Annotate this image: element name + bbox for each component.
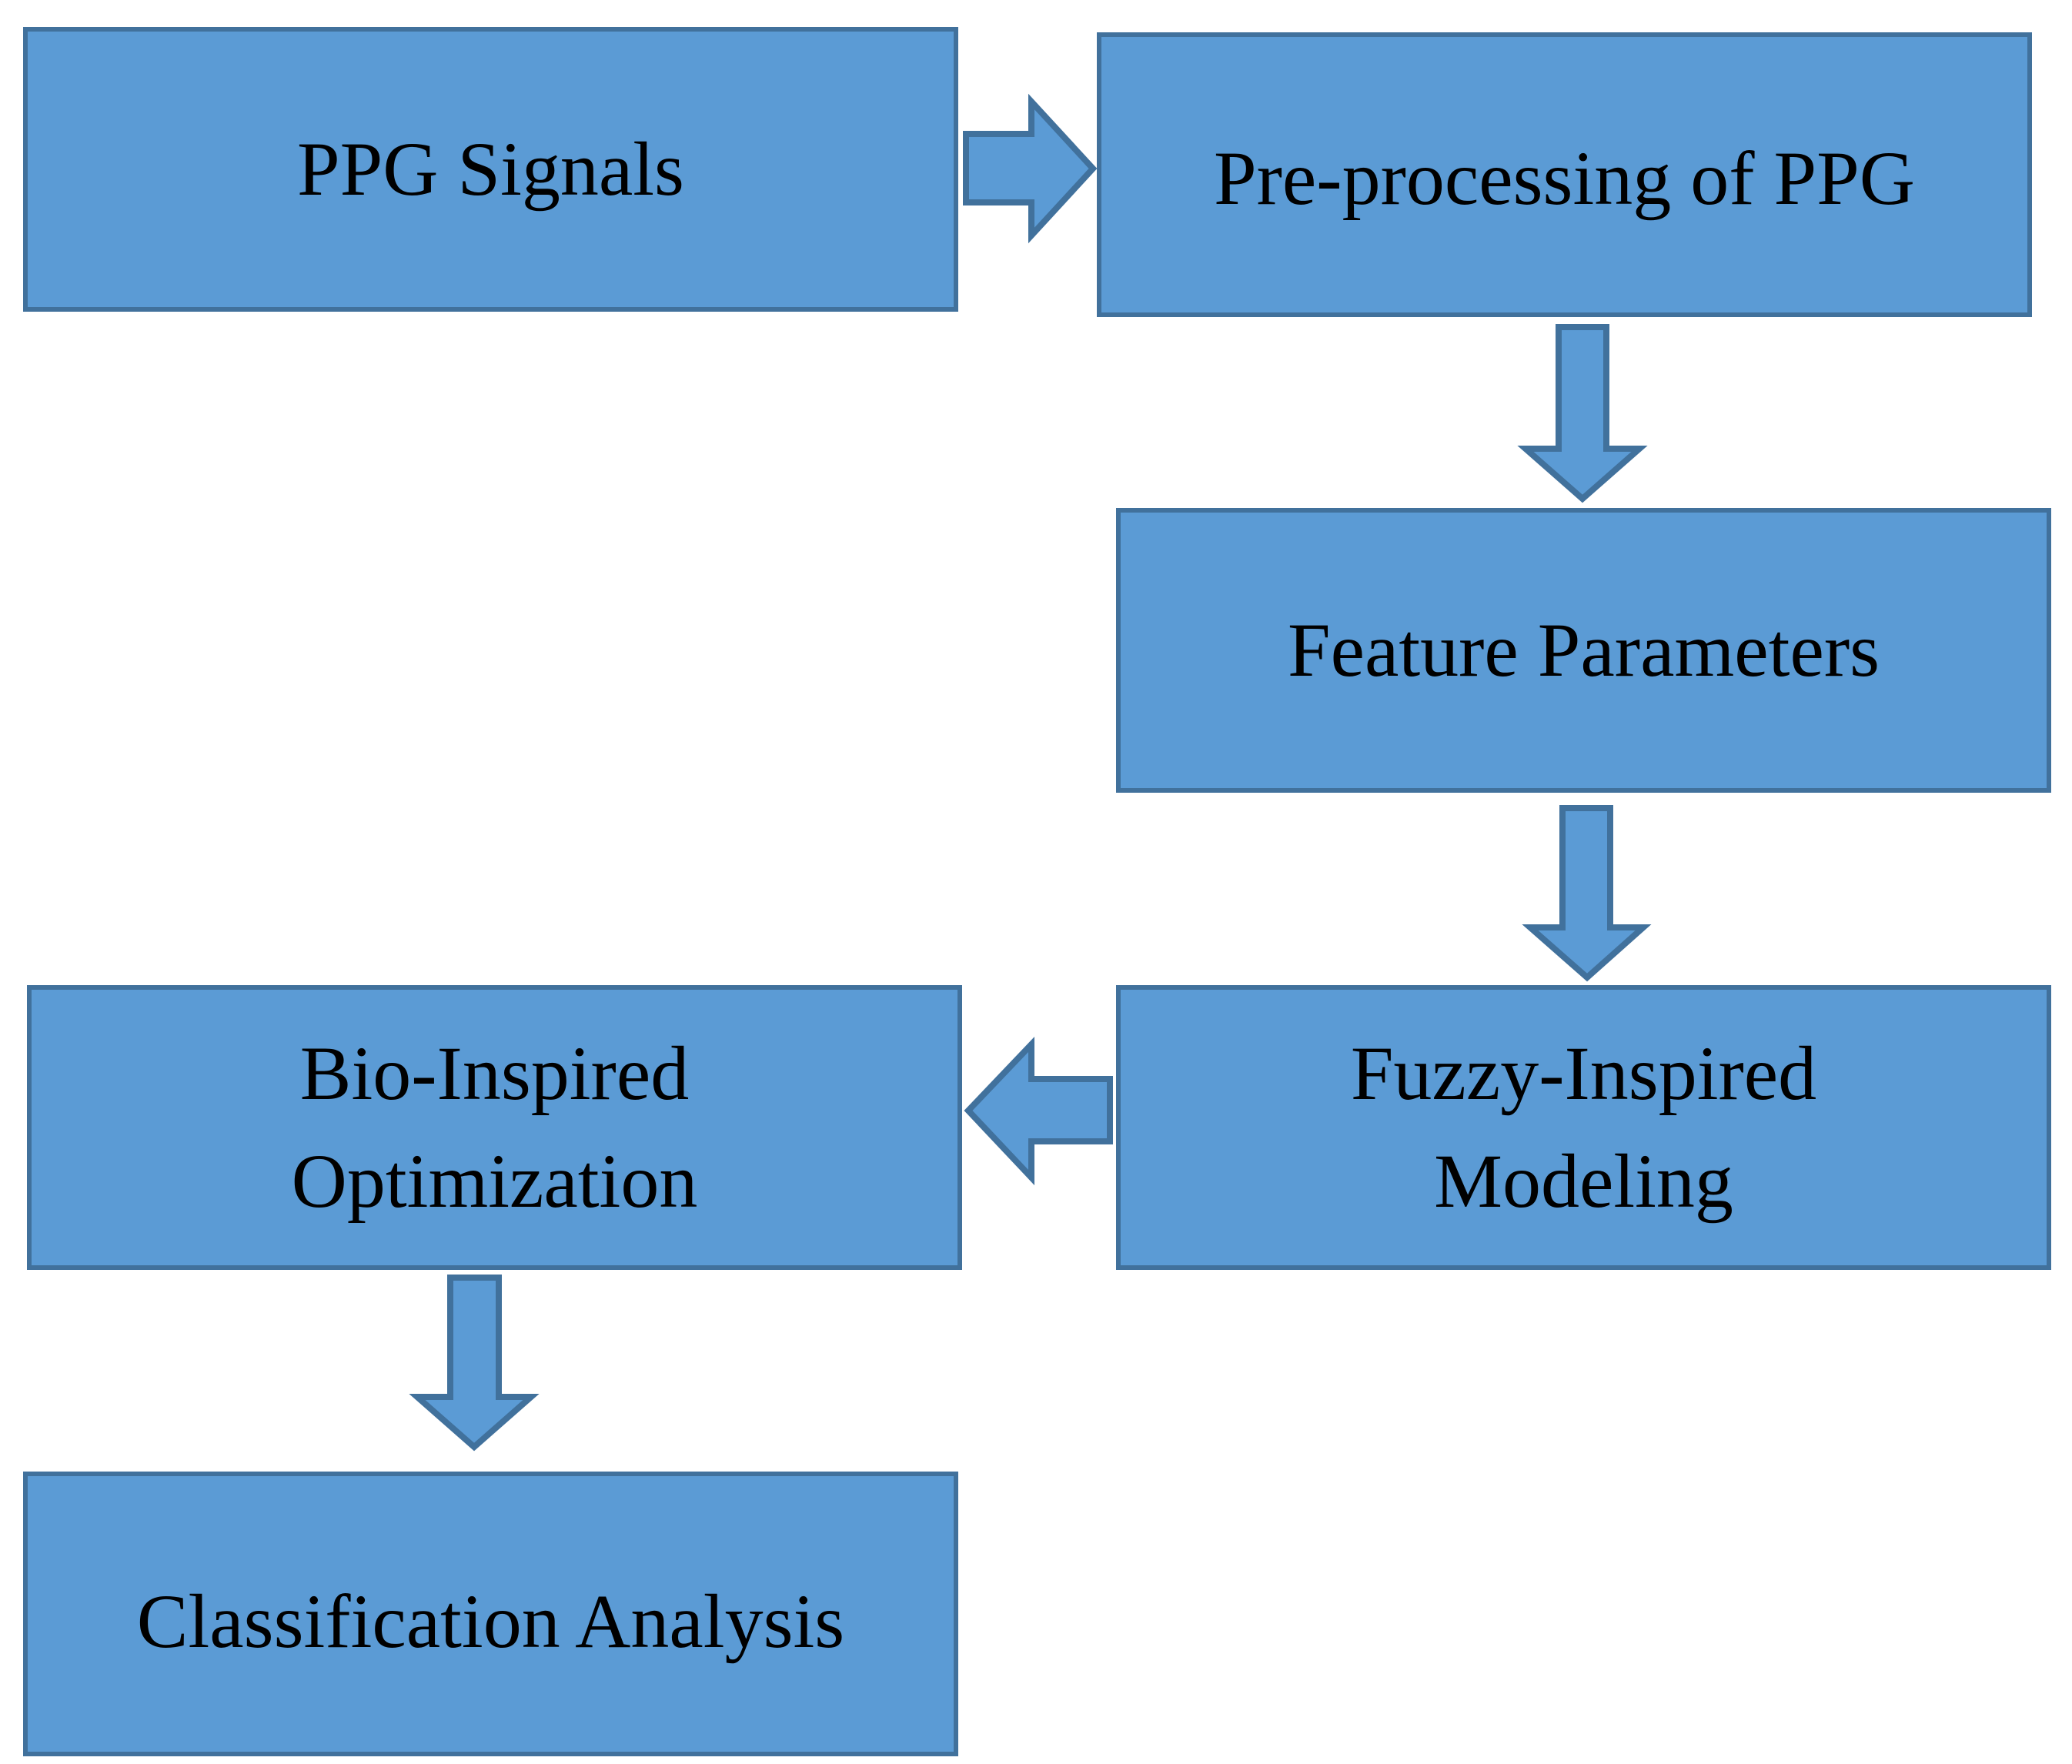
- fuzzy-modeling-box: Fuzzy-Inspired Modeling: [1116, 985, 2051, 1270]
- arrow-left-fuzzy-to-bio: [964, 1037, 1113, 1186]
- preprocessing-label: Pre-processing of PPG: [1213, 135, 1916, 221]
- ppg-signals-label: PPG Signals: [297, 126, 684, 212]
- feature-parameters-box: Feature Parameters: [1116, 508, 2051, 793]
- fuzzy-modeling-label-line1: Fuzzy-Inspired: [1350, 1031, 1817, 1116]
- arrow-right-signals-to-preprocessing: [963, 93, 1098, 244]
- ppg-signals-box: PPG Signals: [23, 27, 958, 312]
- arrow-down-bio-to-classification: [409, 1275, 540, 1452]
- bio-optimization-label-line1: Bio-Inspired: [299, 1031, 690, 1116]
- preprocessing-box: Pre-processing of PPG: [1097, 32, 2032, 317]
- fuzzy-modeling-label-line2: Modeling: [1434, 1138, 1733, 1224]
- classification-label: Classification Analysis: [136, 1579, 845, 1664]
- feature-parameters-label: Feature Parameters: [1287, 607, 1880, 693]
- arrow-down-preprocessing-to-features: [1517, 324, 1648, 503]
- bio-optimization-label-line2: Optimization: [291, 1138, 698, 1224]
- bio-optimization-box: Bio-Inspired Optimization: [27, 985, 962, 1270]
- arrow-down-features-to-fuzzy: [1522, 805, 1652, 982]
- classification-box: Classification Analysis: [23, 1472, 958, 1756]
